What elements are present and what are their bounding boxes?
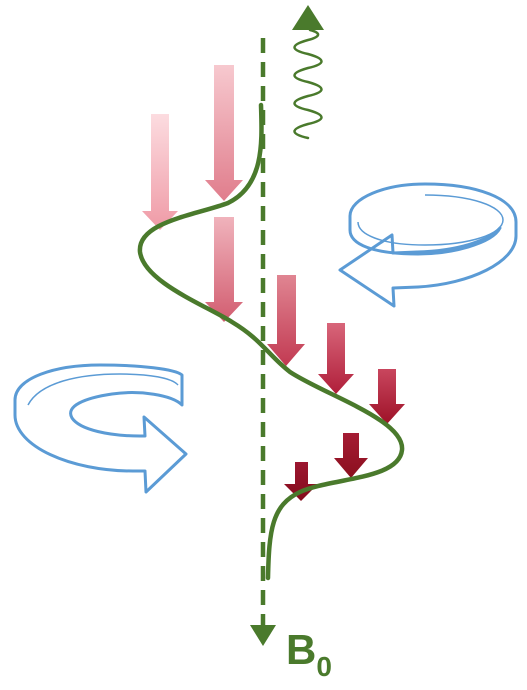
spin-arrow-icon xyxy=(267,275,305,366)
spin-arrow-icon xyxy=(205,65,243,201)
spin-arrow-icon xyxy=(205,217,243,322)
spin-arrow-icon xyxy=(142,114,178,230)
spin-arrow-icon xyxy=(334,433,368,478)
spin-arrow-icon xyxy=(318,323,354,394)
rf-wave xyxy=(292,5,324,140)
rotation-arrow-upper-right xyxy=(338,182,518,308)
magnetization-arrows xyxy=(142,65,405,501)
spin-arrow-icon xyxy=(369,369,405,424)
circular-rotation-arrow-icon xyxy=(13,363,188,494)
up-arrow-icon xyxy=(292,5,324,30)
dashed-down-arrow-icon xyxy=(250,625,276,646)
spin-arrow-icon xyxy=(284,462,318,501)
magnetization-curve xyxy=(137,102,405,581)
rotation-arrow-lower-left xyxy=(13,363,188,494)
oscillating-wave-icon xyxy=(293,28,323,140)
field-label: B0 xyxy=(286,626,332,682)
